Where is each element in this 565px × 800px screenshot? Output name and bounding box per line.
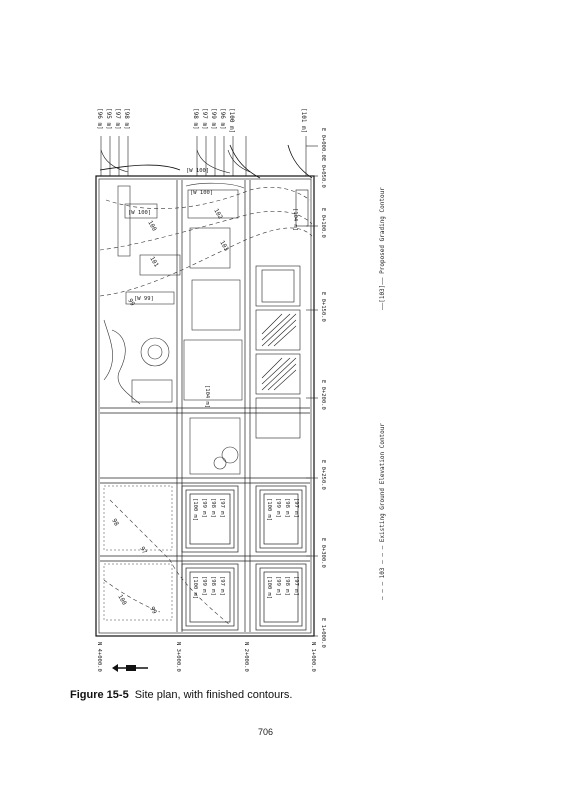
east-station-label: E 0+200.0 bbox=[320, 380, 326, 410]
field-label: [104 m] bbox=[292, 208, 298, 231]
north-station-label: N 2+000.0 bbox=[243, 642, 249, 672]
legend-existing-contour: — — — 103 — — — Existing Ground Elevatio… bbox=[379, 423, 386, 600]
scale-bar bbox=[112, 664, 148, 672]
north-station-label: N 4+000.0 bbox=[96, 642, 102, 672]
field-label: [104 m] bbox=[204, 385, 210, 408]
north-station-labels: N 4+000.0 N 3+000.0 N 2+000.0 N 1+000.0 bbox=[96, 642, 316, 672]
pad-elevation-label: [98 m] bbox=[210, 576, 216, 596]
upper-left-lots bbox=[103, 185, 181, 405]
central-facility bbox=[183, 182, 245, 475]
field-label: [W 100] bbox=[186, 168, 209, 174]
east-station-label: E 0+000.0 bbox=[320, 128, 326, 158]
pad-elevation-label: [97 m] bbox=[219, 576, 225, 596]
figure-number: Figure 15-5 bbox=[70, 689, 129, 701]
top-label-right: [101 m] bbox=[300, 108, 307, 133]
top-labels-right: [98 m][97 m][99 m][96 m][100 m] [101 m] bbox=[192, 108, 307, 133]
east-station-label: E 0+250.0 bbox=[320, 460, 326, 490]
hatching bbox=[261, 313, 297, 391]
pad-elevation-label: [97 m] bbox=[293, 576, 299, 596]
pad-elevation-label: [100 m] bbox=[266, 576, 272, 599]
site-blocks bbox=[100, 180, 310, 632]
field-labels: [W 100] [W 99] [W 100] [W 100] [104 m] [104 m… bbox=[128, 168, 298, 408]
legend: — — — 103 — — — Existing Ground Elevatio… bbox=[379, 187, 386, 600]
contour-label: 99 bbox=[148, 606, 158, 616]
pad-elevation-label: [100 m] bbox=[266, 498, 272, 521]
field-label: [W 99] bbox=[134, 296, 154, 302]
pad-elevation-label: [99 m] bbox=[275, 498, 281, 518]
pad-elevation-label: [97 m] bbox=[293, 498, 299, 518]
contour-label: 103 bbox=[218, 240, 230, 253]
north-station-label: N 3+000.0 bbox=[175, 642, 181, 672]
pad-elevation-label: [99 m] bbox=[201, 576, 207, 596]
top-label-right: [100 m] bbox=[228, 108, 235, 133]
legend-proposed-contour: ——[103]—— Proposed Grading Contour bbox=[379, 187, 386, 310]
top-label-right: [97 m] bbox=[201, 108, 208, 130]
lower-pads bbox=[181, 485, 307, 631]
existing-contours bbox=[99, 186, 313, 626]
figure-caption-text: Site plan, with finished contours. bbox=[134, 689, 293, 701]
contour-label: 98 bbox=[110, 518, 120, 528]
top-label-left: [97 m] bbox=[114, 108, 121, 130]
top-label-right: [96 m] bbox=[219, 108, 226, 130]
pad-elevation-label: [97 m] bbox=[219, 498, 225, 518]
contour-label: 102 bbox=[212, 208, 224, 221]
contour-label: 100 bbox=[146, 220, 158, 233]
east-station-labels: E 0+000.0E 0+050.0 E 0+100.0 E 0+150.0 E 0+… bbox=[320, 128, 326, 648]
top-label-left: [95 m] bbox=[105, 108, 112, 130]
lower-left-lots bbox=[103, 485, 173, 621]
east-station-label: E 0+300.0 bbox=[320, 538, 326, 568]
pad-elevation-label: [98 m] bbox=[284, 576, 290, 596]
contour-label: 101 bbox=[148, 256, 160, 269]
east-station-ticks bbox=[306, 145, 318, 637]
page-number: 706 bbox=[258, 727, 274, 737]
field-label: [W 100] bbox=[128, 210, 151, 216]
contour-label: 97 bbox=[138, 546, 148, 556]
north-station-label: N 1+000.0 bbox=[310, 642, 316, 672]
top-label-right: [98 m] bbox=[192, 108, 199, 130]
top-label-left: [96 m] bbox=[96, 108, 103, 130]
figure-caption: Figure 15-5 Site plan, with finished cont… bbox=[70, 689, 292, 701]
east-station-label: E 0+050.0 bbox=[320, 158, 326, 188]
top-leader-lines bbox=[100, 136, 307, 176]
pad-elevation-labels: [100 m][99 m][98 m][97 m][100 m][99 m][9… bbox=[192, 498, 299, 599]
right-structures bbox=[255, 189, 309, 439]
top-label-right: [99 m] bbox=[210, 108, 217, 130]
east-station-label: E 1+000.0 bbox=[320, 618, 326, 648]
pad-elevation-label: [99 m] bbox=[275, 576, 281, 596]
pad-elevation-label: [98 m] bbox=[284, 498, 290, 518]
field-label: [W 100] bbox=[190, 190, 213, 196]
contour-label: 99 bbox=[126, 298, 136, 308]
east-station-label: E 0+150.0 bbox=[320, 292, 326, 322]
pad-elevation-label: [100 m] bbox=[192, 498, 198, 521]
pad-elevation-label: [100 m] bbox=[192, 576, 198, 599]
contour-label: 100 bbox=[116, 594, 128, 607]
east-station-label: E 0+100.0 bbox=[320, 208, 326, 238]
pad-elevation-label: [98 m] bbox=[210, 498, 216, 518]
top-labels-left: [96 m][95 m][97 m][98 m] bbox=[96, 108, 130, 130]
pad-elevation-label: [99 m] bbox=[201, 498, 207, 518]
top-label-left: [98 m] bbox=[123, 108, 130, 130]
contour-labels: 100 101 99 102 103 98 97 100 99 bbox=[110, 208, 230, 616]
